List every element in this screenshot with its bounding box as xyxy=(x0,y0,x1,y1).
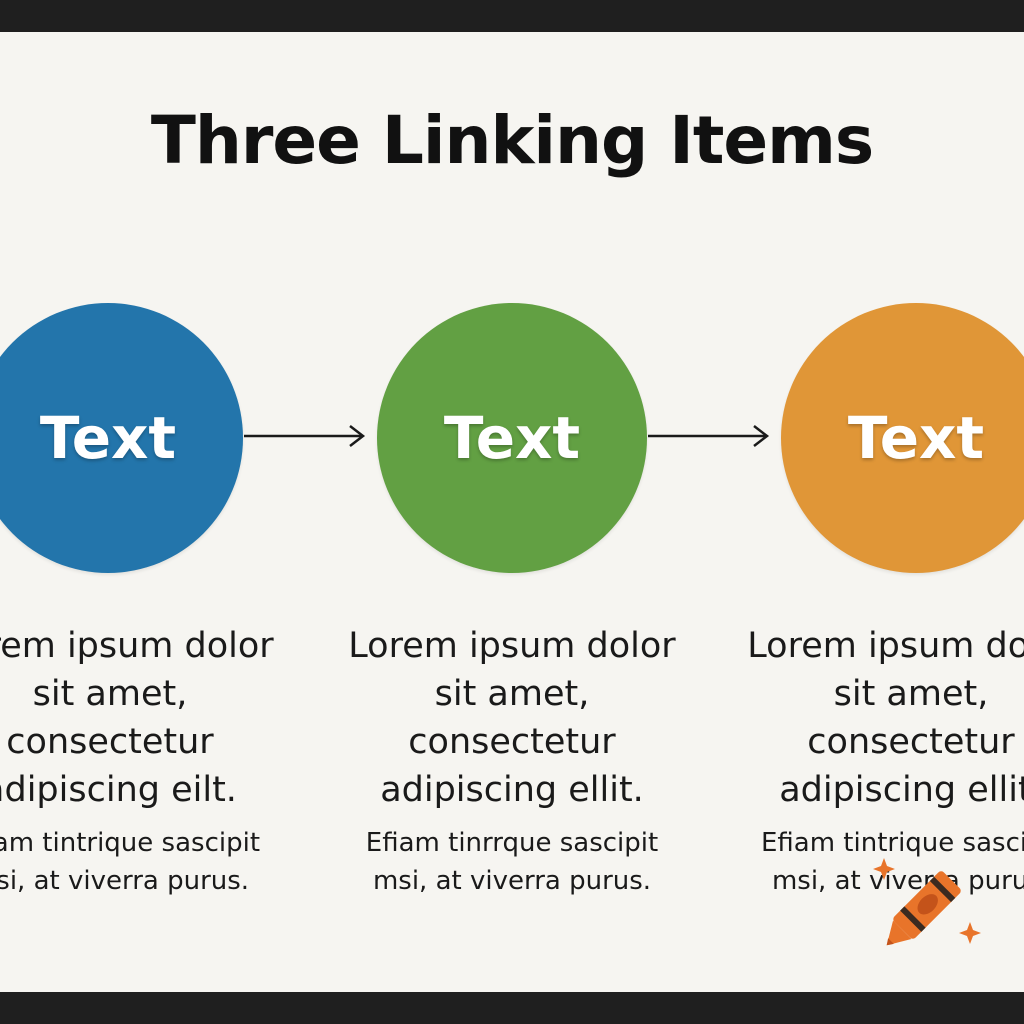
item-description-2: Lorem ipsum dolor sit amet, consectetur … xyxy=(347,622,677,900)
page-title: Three Linking Items xyxy=(150,102,874,179)
item-body-text: Lorem ipsum dolor sit amet, consectetur … xyxy=(348,626,676,810)
arrow-2-to-3 xyxy=(648,425,770,447)
window-frame-top xyxy=(0,0,1024,32)
item-detail-text: Efiam tintrique sascipit msi, at viverra… xyxy=(760,828,1024,896)
item-description-1: Lorem ipsum dolor sit amet, consectetur … xyxy=(0,622,275,900)
item-body-text: Lorem ipsum dolor sit amet, consectetur … xyxy=(0,626,274,810)
item-body-text: Lorem ipsum dolor sit amet, consectetur … xyxy=(747,626,1024,810)
node-circle-1: Text xyxy=(0,303,243,573)
item-description-3: Lorem ipsum dolor sit amet, consectetur … xyxy=(746,622,1024,900)
item-detail-text: Efiam tintrique sascipit msi, at viverra… xyxy=(0,828,261,896)
node-label: Text xyxy=(847,404,985,472)
crayon-icon xyxy=(873,858,981,946)
slide-canvas: Three Linking Items Text Text Text Lorem… xyxy=(0,32,1024,992)
node-label: Text xyxy=(39,404,177,472)
node-circle-3: Text xyxy=(781,303,1024,573)
window-frame-bottom xyxy=(0,992,1024,1024)
item-detail-text: Efiam tinrrque sascipit msi, at viverra … xyxy=(365,828,659,896)
node-circle-2: Text xyxy=(377,303,647,573)
node-label: Text xyxy=(443,404,581,472)
arrow-1-to-2 xyxy=(244,425,366,447)
